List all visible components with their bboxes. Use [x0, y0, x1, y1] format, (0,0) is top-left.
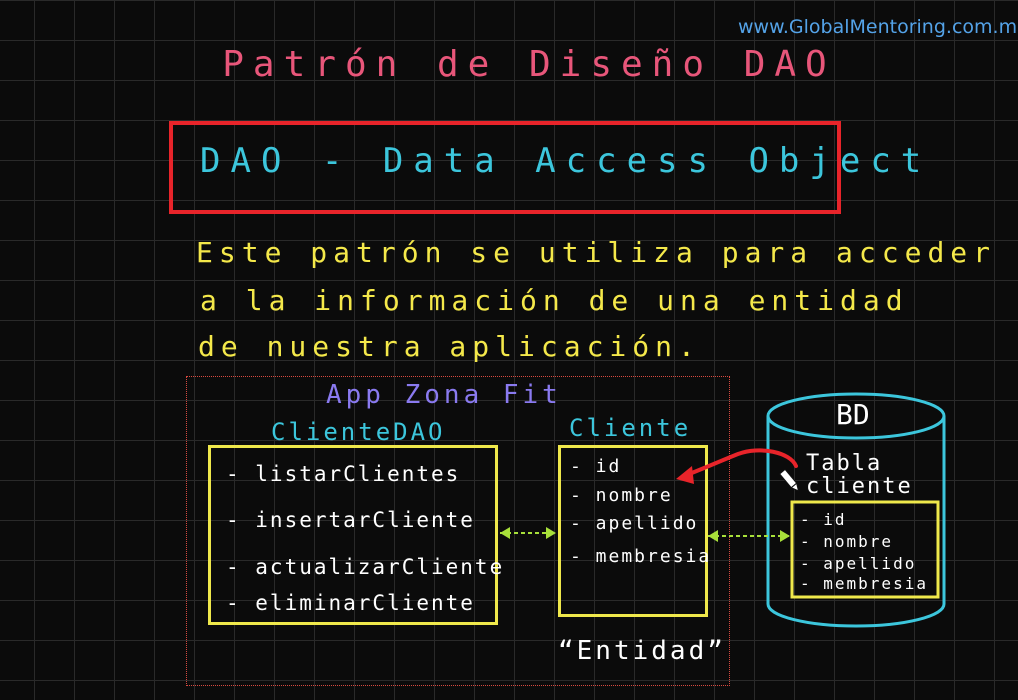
entity-field: - apellido	[570, 513, 699, 534]
paragraph-line-3: de nuestra aplicación.	[198, 330, 701, 363]
connector-arrowhead	[546, 527, 556, 539]
mapping-arrowhead	[676, 466, 694, 484]
watermark: www.GlobalMentoring.com.m	[738, 16, 1018, 38]
entity-class-label: Cliente	[569, 414, 692, 442]
entity-field: - nombre	[570, 485, 673, 506]
dao-heading: DAO - Data Access Object	[200, 141, 932, 181]
connector-arrowhead	[500, 527, 510, 539]
table-label-line-2: cliente	[806, 474, 913, 499]
page-title: Patrón de Diseño DAO	[222, 44, 836, 85]
table-label-line-1: Tabla	[806, 451, 883, 476]
connector-arrowhead	[708, 530, 718, 542]
app-boundary	[186, 376, 730, 686]
app-title: App Zona Fit	[326, 380, 562, 410]
paragraph-line-2: a la información de una entidad	[200, 284, 909, 317]
entity-field: - id	[570, 456, 622, 477]
paragraph-line-1: Este patrón se utiliza para acceder	[196, 236, 997, 269]
entity-caption: “Entidad”	[558, 636, 726, 666]
method-item: - eliminarCliente	[226, 591, 475, 615]
mapping-arrow	[682, 448, 798, 478]
db-field: - id	[800, 510, 847, 529]
pen-cursor-icon	[778, 468, 800, 492]
database-label: BD	[836, 398, 870, 431]
method-item: - listarClientes	[226, 462, 461, 486]
db-field: - nombre	[800, 532, 894, 551]
db-field: - apellido	[800, 554, 917, 573]
db-field: - membresia	[800, 574, 928, 593]
entity-field: - membresia	[570, 546, 712, 567]
method-item: - insertarCliente	[226, 508, 475, 532]
db-table-box	[790, 500, 940, 599]
connector-arrowhead	[780, 530, 790, 542]
database-cylinder	[766, 392, 946, 628]
entity-class-box	[558, 445, 708, 617]
method-item: - actualizarCliente	[226, 555, 505, 579]
heading-frame	[169, 121, 841, 214]
dao-class-label: ClienteDAO	[271, 418, 446, 446]
dao-class-box	[208, 445, 498, 625]
